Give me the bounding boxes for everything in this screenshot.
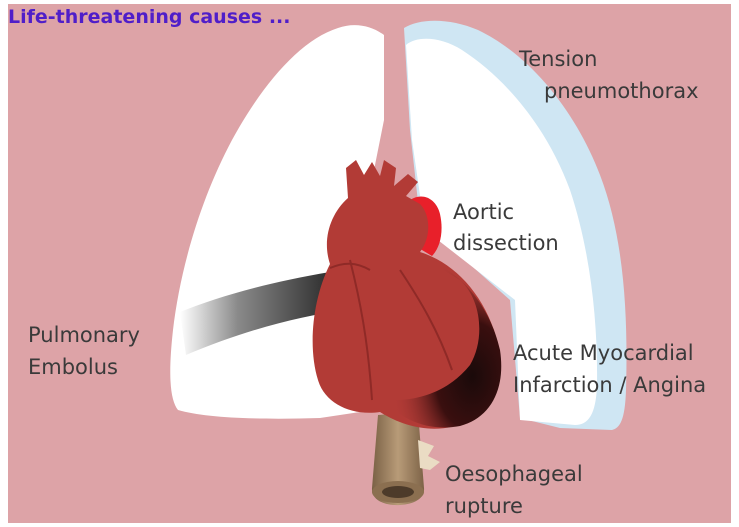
- diagram-title: Life-threatening causes ...: [8, 6, 290, 28]
- label-ami-line1: Acute Myocardial: [513, 340, 694, 367]
- label-pe-line2: Embolus: [28, 354, 118, 381]
- label-pe-line1: Pulmonary: [28, 322, 140, 349]
- label-oesophageal-line2: rupture: [445, 493, 523, 520]
- label-ami-line2: Infarction / Angina: [513, 372, 706, 399]
- label-tension-line2: pneumothorax: [544, 78, 699, 105]
- label-tension-line1: Tension: [519, 46, 597, 73]
- label-aortic-line2: dissection: [453, 230, 559, 257]
- label-aortic-line1: Aortic: [453, 199, 514, 226]
- label-oesophageal-line1: Oesophageal: [445, 461, 583, 488]
